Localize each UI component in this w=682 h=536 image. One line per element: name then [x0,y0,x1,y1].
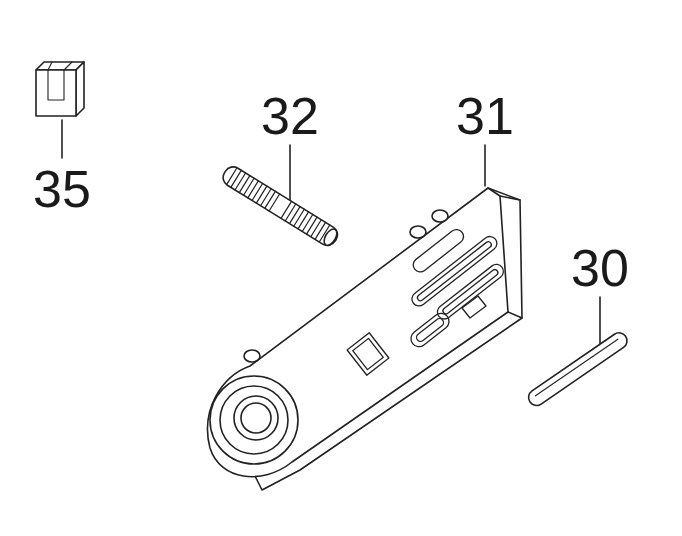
leader-line [289,145,291,204]
callout-number: 35 [33,163,91,215]
pin-part [525,330,630,409]
stud-part [220,163,341,248]
leader-line [599,297,601,346]
callout-number: 31 [456,90,514,142]
leader-line [484,145,486,186]
leader-line [61,120,63,158]
callout-number: 30 [571,242,629,294]
guide-plate-part [208,188,522,490]
callout-number: 32 [261,90,319,142]
block-part [36,62,84,116]
